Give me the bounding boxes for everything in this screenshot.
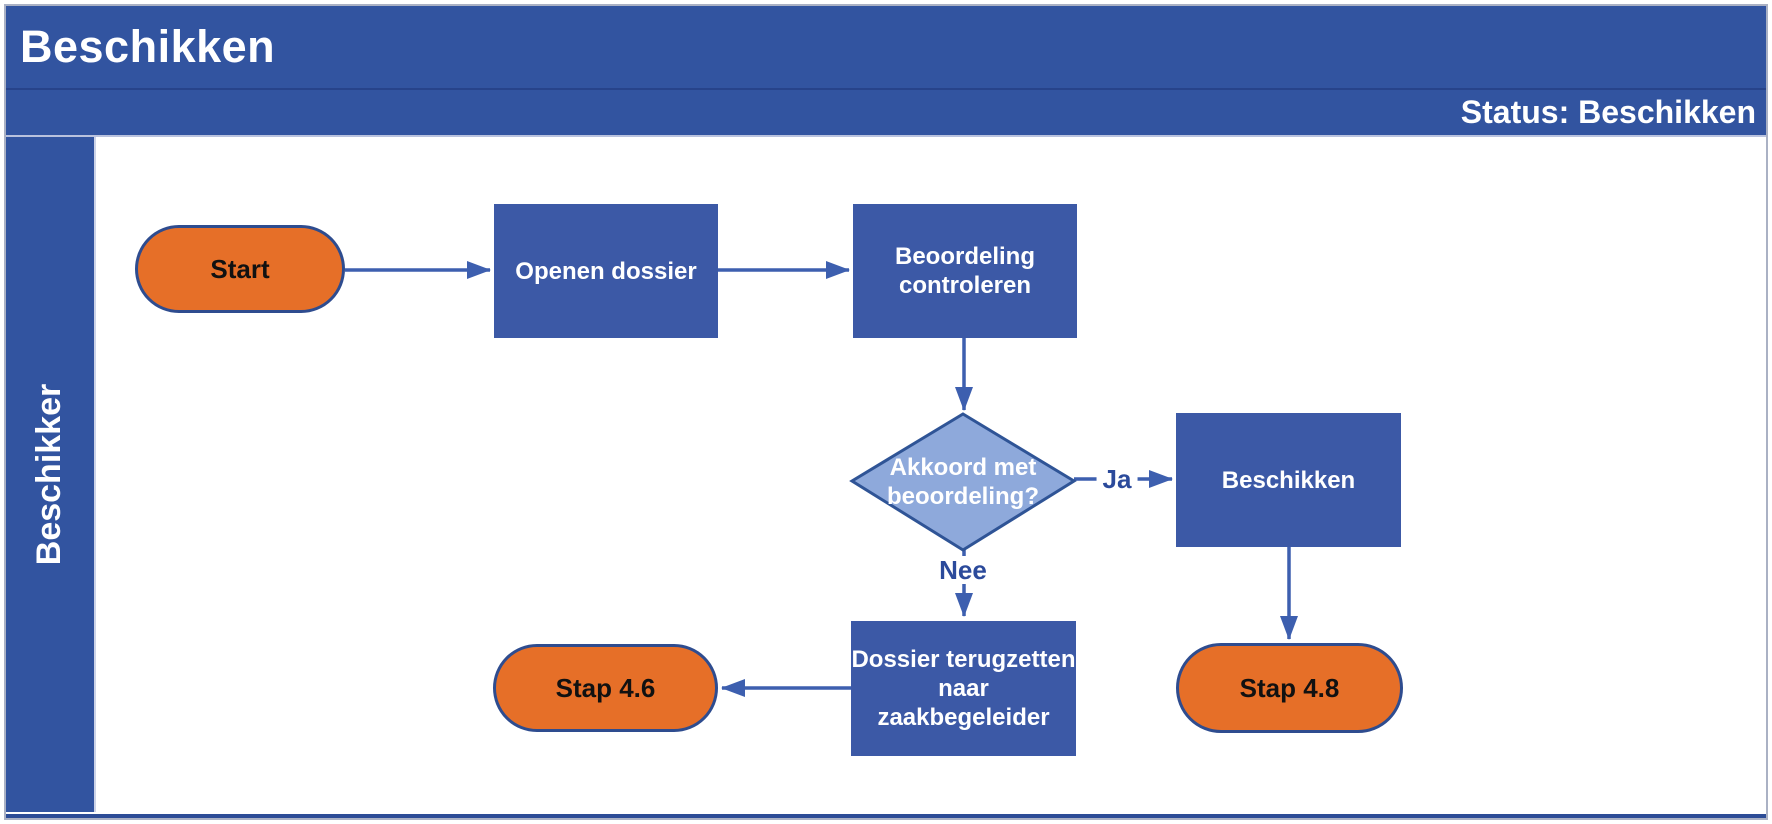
node-beoordeling-controleren: Beoordeling controleren <box>853 204 1077 338</box>
node-openen-dossier-label: Openen dossier <box>515 257 697 285</box>
swimlane-header: Beschikker <box>6 137 94 812</box>
decision-diamond-shape <box>849 412 1077 552</box>
node-beschikken-label: Beschikken <box>1221 466 1356 494</box>
node-stap-4-8-label: Stap 4.8 <box>1239 672 1340 703</box>
node-openen-dossier: Openen dossier <box>494 204 718 338</box>
swimlane-label: Beschikker <box>30 383 69 566</box>
node-beschikken: Beschikken <box>1176 413 1401 547</box>
decision-label-line1: Akkoord met <box>889 454 1037 481</box>
node-dossier-line1: Dossier terugzetten <box>851 646 1076 673</box>
node-akkoord-decision: Akkoord met beoordeling? <box>847 409 1079 555</box>
decision-label: Akkoord met beoordeling? <box>847 409 1079 555</box>
node-stap-4-6: Stap 4.6 <box>493 644 718 732</box>
flow-canvas: Start Openen dossier Beoordeling control… <box>94 137 1766 812</box>
node-dossier-line3: zaakbegeleider <box>877 704 1050 731</box>
edge-label-nee: Nee <box>933 556 993 584</box>
pool-bottom-border <box>6 814 1766 818</box>
status-bar: Status: Beschikken <box>6 90 1766 137</box>
edge-label-ja: Ja <box>1096 465 1138 493</box>
node-start: Start <box>135 225 345 313</box>
decision-label-line2: beoordeling? <box>887 483 1039 510</box>
node-beoordeling-line2: controleren <box>898 272 1032 299</box>
page-title: Beschikken <box>20 21 276 72</box>
node-stap-4-8: Stap 4.8 <box>1176 643 1403 733</box>
node-dossier-terugzetten: Dossier terugzetten naar zaakbegeleider <box>851 621 1076 756</box>
node-dossier-line2: naar <box>938 675 989 702</box>
status-text: Status: Beschikken <box>1460 94 1756 130</box>
process-pool: Beschikken Status: Beschikken Beschikker… <box>4 4 1768 820</box>
node-stap-4-6-label: Stap 4.6 <box>555 672 656 703</box>
title-bar: Beschikken <box>6 6 1766 90</box>
node-start-label: Start <box>210 253 270 284</box>
node-beoordeling-line1: Beoordeling <box>894 243 1035 270</box>
